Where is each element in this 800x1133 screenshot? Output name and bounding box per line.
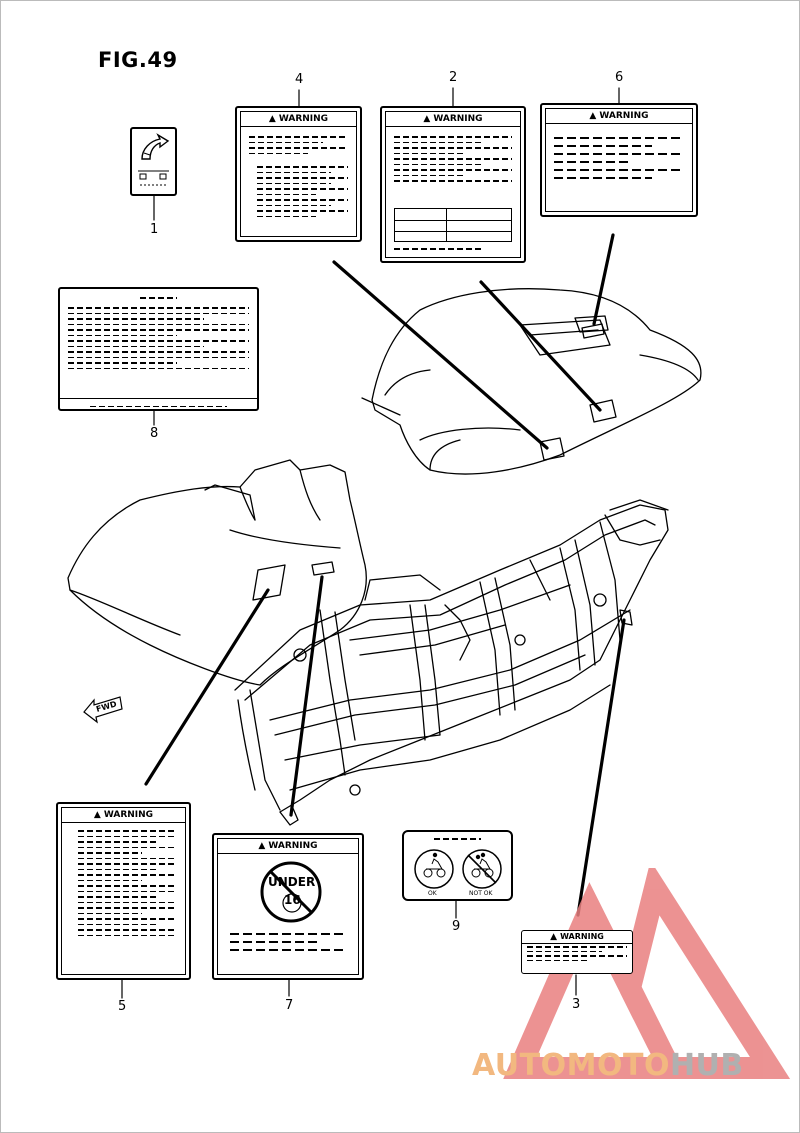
label-9-passenger-decal: OK NOT OK bbox=[402, 830, 513, 901]
warning-triangle-icon: ▲ bbox=[550, 932, 558, 942]
not-ok-text: NOT OK bbox=[469, 890, 493, 897]
callout-9: 9 bbox=[452, 919, 461, 934]
warning-triangle-icon: ▲ bbox=[258, 841, 266, 851]
callout-6: 6 bbox=[615, 70, 624, 85]
fwd-arrow bbox=[83, 696, 123, 724]
front-fender bbox=[67, 459, 367, 686]
callout-3: 3 bbox=[572, 997, 581, 1012]
rear-fender bbox=[361, 288, 702, 475]
warning-triangle-icon: ▲ bbox=[423, 114, 431, 124]
label-3-warning: ▲WARNING bbox=[521, 930, 633, 974]
label-7-header: ▲WARNING bbox=[218, 839, 358, 854]
label-8-info bbox=[58, 287, 259, 411]
frame bbox=[234, 499, 669, 826]
watermark-text: AUTOMOTOHUB bbox=[472, 1048, 744, 1083]
warning-triangle-icon: ▲ bbox=[93, 810, 101, 820]
under-age-number: 16 bbox=[284, 893, 301, 907]
label-2-warning: ▲WARNING bbox=[380, 106, 526, 263]
label-5-header: ▲WARNING bbox=[62, 808, 185, 823]
label-7-warning: ▲WARNING UNDER 16 bbox=[212, 833, 364, 980]
callout-7: 7 bbox=[285, 998, 294, 1013]
callout-8: 8 bbox=[150, 426, 159, 441]
label-1-shift-decal bbox=[130, 127, 177, 196]
label-2-header: ▲WARNING bbox=[386, 112, 520, 127]
warning-triangle-icon: ▲ bbox=[589, 111, 597, 121]
figure-title: FIG.49 bbox=[98, 48, 178, 72]
warning-triangle-icon: ▲ bbox=[268, 114, 276, 124]
ok-text: OK bbox=[428, 890, 437, 897]
label-5-warning: ▲WARNING bbox=[56, 802, 191, 980]
callout-4: 4 bbox=[295, 72, 304, 87]
callout-2: 2 bbox=[449, 70, 458, 85]
under-age-text: UNDER bbox=[268, 875, 316, 889]
label-6-warning: ▲WARNING bbox=[540, 103, 698, 217]
label-3-header: ▲WARNING bbox=[522, 931, 632, 944]
callout-5: 5 bbox=[118, 999, 127, 1014]
label-4-header: ▲WARNING bbox=[241, 112, 356, 127]
label-6-header: ▲WARNING bbox=[546, 109, 692, 124]
label-2-table bbox=[394, 208, 512, 242]
label-4-warning: ▲WARNING bbox=[235, 106, 362, 242]
no-under-16-icon bbox=[260, 861, 322, 923]
callout-1: 1 bbox=[150, 222, 159, 237]
